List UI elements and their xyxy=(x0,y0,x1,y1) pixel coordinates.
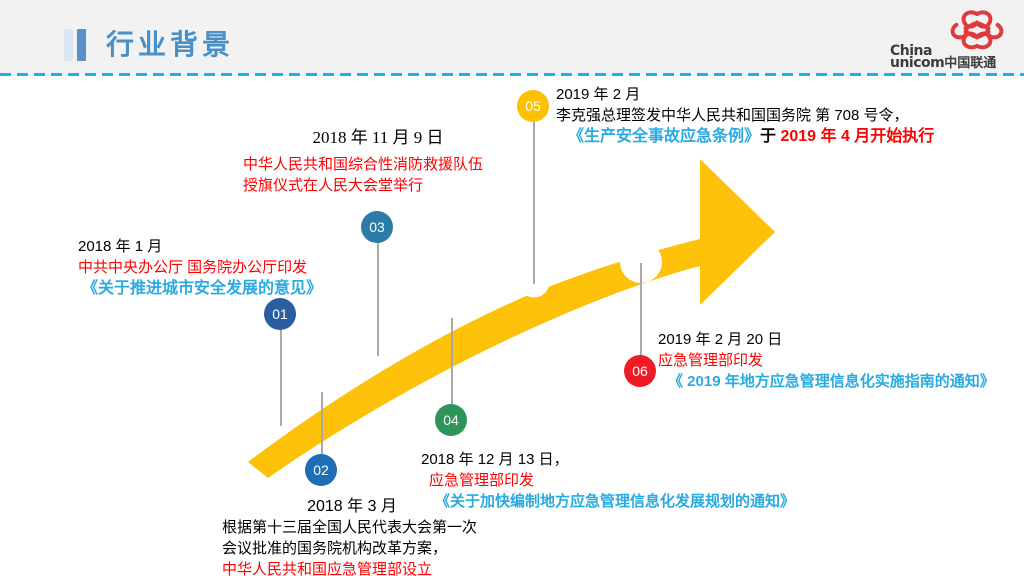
marker-label-04: 04 xyxy=(443,412,459,428)
timeline-text-03: 2018 年 11 月 9 日 中华人民共和国综合性消防救援队伍 授旗仪式在人民… xyxy=(243,127,513,196)
text-02-line-2: 根据第十三届全国人民代表大会第一次 xyxy=(222,519,478,536)
text-04-line-1: 2018 年 12 月 13 日， xyxy=(421,451,569,468)
text-01-line-1: 2018 年 1 月 xyxy=(78,238,163,255)
stem-05 xyxy=(533,122,535,284)
text-06-line-2: 应急管理部印发 xyxy=(658,352,764,369)
title-accent-bar-light xyxy=(64,29,73,61)
logo-line1: China xyxy=(890,43,932,59)
page-title: 行业背景 xyxy=(106,29,235,60)
text-03-line-2: 中华人民共和国综合性消防救援队伍 xyxy=(243,156,484,173)
logo-chinese: 中国联通 xyxy=(944,55,997,70)
timeline-marker-03[interactable]: 03 xyxy=(361,211,393,243)
text-04-line-2: 应急管理部印发 xyxy=(429,472,535,489)
text-02-line-1: 2018 年 3 月 xyxy=(307,498,397,515)
text-01-line-3: 《关于推进城市安全发展的意见》 xyxy=(82,280,323,297)
text-05-connector: 于 xyxy=(760,128,781,145)
marker-label-06: 06 xyxy=(632,363,648,379)
marker-label-01: 01 xyxy=(272,306,288,322)
marker-label-05: 05 xyxy=(525,98,541,114)
slide-header: 行业背景 China un xyxy=(0,0,1024,76)
timeline-marker-05[interactable]: 05 xyxy=(517,90,549,122)
timeline-text-06: 2019 年 2 月 20 日 应急管理部印发 《 2019 年地方应急管理信息… xyxy=(658,329,995,392)
text-06-line-3: 《 2019 年地方应急管理信息化实施指南的通知》 xyxy=(668,373,995,390)
text-03-line-3: 授旗仪式在人民大会堂举行 xyxy=(243,177,424,194)
china-unicom-logo: China unicom中国联通 xyxy=(890,10,1014,71)
timeline-text-01: 2018 年 1 月 中共中央办公厅 国务院办公厅印发 《关于推进城市安全发展的… xyxy=(78,236,322,299)
timeline-text-02: 2018 年 3 月 根据第十三届全国人民代表大会第一次 会议批准的国务院机构改… xyxy=(222,496,482,576)
text-05-title: 《生产安全事故应急条例》 xyxy=(568,128,761,145)
timeline-text-05: 2019 年 2 月 李克强总理签发中华人民共和国国务院 第 708 号令， 《… xyxy=(556,84,934,147)
text-02-line-4: 中华人民共和国应急管理部设立 xyxy=(222,561,433,576)
text-01-line-2: 中共中央办公厅 国务院办公厅印发 xyxy=(78,259,308,276)
text-05-line-3: 《生产安全事故应急条例》于 2019 年 4 月开始执行 xyxy=(568,126,934,147)
header-divider xyxy=(0,73,1024,76)
text-05-line-1: 2019 年 2 月 xyxy=(556,86,641,103)
stem-06 xyxy=(640,263,642,357)
marker-label-02: 02 xyxy=(313,462,329,478)
arrow-shape xyxy=(248,159,775,478)
timeline-marker-01[interactable]: 01 xyxy=(264,298,296,330)
text-04-line-3: 《关于加快编制地方应急管理信息化发展规划的通知》 xyxy=(435,493,796,510)
logo-line2: unicom xyxy=(890,55,945,71)
text-03-line-1: 2018 年 11 月 9 日 xyxy=(312,128,444,147)
stem-02 xyxy=(321,392,323,454)
stem-03 xyxy=(377,243,379,356)
timeline-text-04: 2018 年 12 月 13 日， 应急管理部印发 《关于加快编制地方应急管理信… xyxy=(421,449,795,512)
timeline-marker-04[interactable]: 04 xyxy=(435,404,467,436)
title-accent-bar-dark xyxy=(77,29,86,61)
logo-wordmark: China unicom中国联通 xyxy=(890,43,1014,71)
marker-label-03: 03 xyxy=(369,219,385,235)
text-06-line-1: 2019 年 2 月 20 日 xyxy=(658,331,783,348)
stem-01 xyxy=(280,330,282,426)
timeline-marker-02[interactable]: 02 xyxy=(305,454,337,486)
text-02-line-3: 会议批准的国务院机构改革方案， xyxy=(222,540,448,557)
text-05-line-2: 李克强总理签发中华人民共和国国务院 第 708 号令， xyxy=(556,107,909,124)
unicom-knot-icon xyxy=(950,10,1004,50)
text-05-effect: 2019 年 4 月开始执行 xyxy=(780,128,935,145)
timeline-marker-06[interactable]: 06 xyxy=(624,355,656,387)
stem-04 xyxy=(451,318,453,404)
